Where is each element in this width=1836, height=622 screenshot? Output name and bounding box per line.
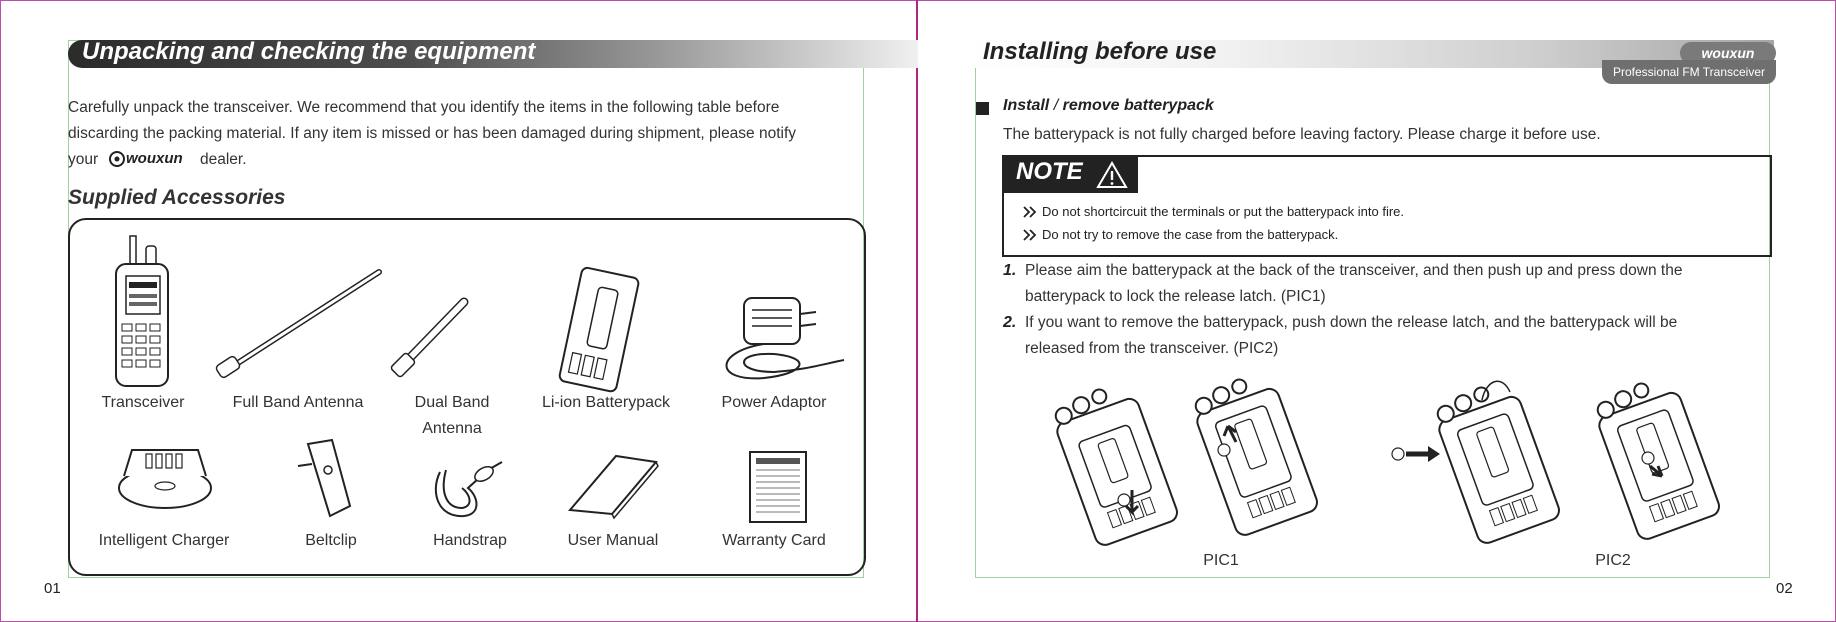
warranty-card-icon [749,451,807,523]
wouxun-inline-logo: wouxun [108,149,183,169]
page-fold-line [916,0,918,622]
pic2-illustration [1391,380,1720,544]
power-adaptor-icon [725,297,845,380]
accessory-label-batterypack: Li-ion Batterypack [541,394,671,411]
section-title-remove: remove batterypack [1062,97,1214,114]
transceiver-icon [115,235,169,387]
accessory-label-charger: Intelligent Charger [98,532,230,549]
pic1-illustration [1054,378,1318,546]
supplied-accessories-heading: Supplied Accessories [68,186,286,209]
left-header-bar [68,40,918,68]
accessory-label-dual-band-antenna: Dual Band [414,394,490,411]
pic1-label: PIC1 [1203,552,1239,569]
note-box [1002,155,1772,257]
full-band-antenna-icon [215,269,382,379]
charger-icon [118,449,212,509]
step-2-number: 2. [1003,314,1017,331]
step-2-line-2: released from the transceiver. (PIC2) [1025,340,1279,357]
right-page-title: Installing before use [983,38,1217,65]
intro-line-3b: dealer. [200,151,247,168]
note-line-1: Do not shortcircuit the terminals or put… [1042,204,1405,219]
accessory-label-power-adaptor: Power Adaptor [721,394,827,411]
step-1-line-1: Please aim the batterypack at the back o… [1025,262,1683,279]
double-chevron-icon [1023,206,1037,218]
section-title-slash: / [1053,97,1059,114]
left-page-number: 01 [44,580,61,597]
left-page-title: Unpacking and checking the equipment [82,38,536,65]
accessory-label-warranty-card: Warranty Card [722,532,826,549]
user-manual-icon [567,454,659,520]
section-title-install: Install [1003,97,1050,114]
logo-caption: Professional FM Transceiver [1602,60,1776,84]
right-page-number: 02 [1776,580,1793,597]
step-1-number: 1. [1003,262,1017,279]
section-title: Install / remove batterypack [1003,97,1214,115]
wouxun-inline-logo-text: wouxun [126,150,183,167]
warning-triangle-icon [1096,161,1128,188]
accessory-label-dual-band-antenna-line2: Antenna [422,420,482,437]
step-2-line-1: If you want to remove the batterypack, p… [1025,314,1678,331]
batterypack-icon [558,266,640,393]
double-chevron-icon [1023,229,1037,241]
note-label: NOTE [1016,158,1083,185]
intro-line-2: discarding the packing material. If any … [68,125,797,142]
pic2-label: PIC2 [1595,552,1631,569]
accessory-label-beltclip: Beltclip [305,532,357,549]
wouxun-logo: wouxun [1680,42,1776,64]
handstrap-icon [435,461,503,518]
step-1-line-2: batterypack to lock the release latch. (… [1025,288,1326,305]
accessory-label-user-manual: User Manual [567,532,659,549]
accessory-label-handstrap: Handstrap [433,532,507,549]
accessory-label-full-band-antenna: Full Band Antenna [232,394,364,411]
accessories-box [68,218,866,576]
section-intro: The batterypack is not fully charged bef… [1003,126,1601,143]
section-bullet-icon [976,102,989,115]
intro-line-3a: your [68,151,99,168]
accessory-label-transceiver: Transceiver [101,394,185,411]
intro-line-1: Carefully unpack the transceiver. We rec… [68,99,780,116]
dual-band-antenna-icon [390,297,469,378]
note-line-2: Do not try to remove the case from the b… [1042,227,1339,242]
beltclip-icon [297,438,352,518]
